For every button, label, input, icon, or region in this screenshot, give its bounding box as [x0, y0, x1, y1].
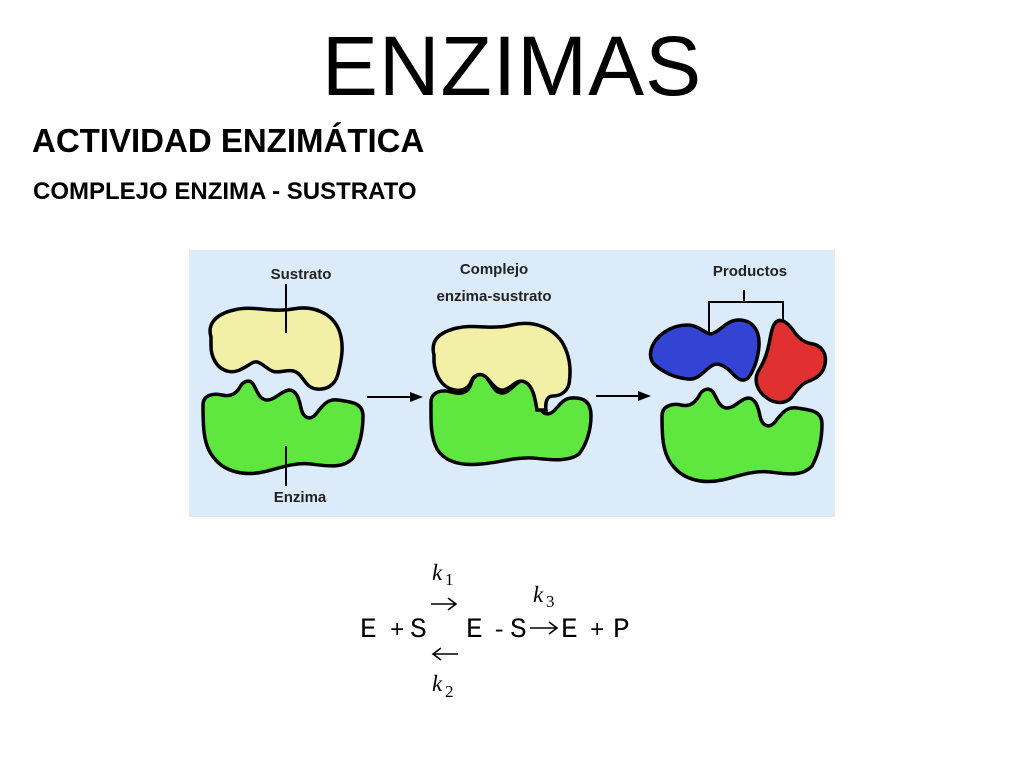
eq-es-s: S [510, 615, 527, 646]
label-productos: Productos [713, 263, 787, 280]
reaction-equation: k 1 k 2 k 3 E + S E - S E + P [360, 560, 630, 701]
eq-s: S [410, 615, 427, 646]
k2-letter: k [432, 671, 443, 696]
section-heading: ACTIVIDAD ENZIMÁTICA [32, 122, 425, 159]
product-red-shape [754, 318, 828, 405]
eq-e: E [360, 615, 377, 646]
catalysis-arrow-icon [530, 621, 559, 635]
reverse-arrow-icon [431, 647, 458, 661]
k1-subscript: 1 [445, 570, 454, 589]
section-subheading: COMPLEJO ENZIMA - SUSTRATO [33, 178, 417, 205]
eq-es-e: E [466, 615, 483, 646]
eq-es-dash: - [492, 618, 506, 645]
substrate-shape [208, 306, 344, 391]
page-title: ENZIMAS [321, 19, 703, 113]
reaction-arrowhead-1 [410, 392, 423, 402]
enzyme-shape [201, 379, 365, 476]
forward-arrow-icon [431, 597, 458, 611]
k3-subscript: 3 [546, 592, 555, 611]
enzyme-substrate-diagram: Sustrato Enzima Complejo enzima-sustrato… [189, 250, 835, 517]
k3-letter: k [533, 582, 544, 607]
label-complejo-line2: enzima-sustrato [436, 288, 551, 305]
eq-plus-2: + [590, 618, 604, 645]
eq-plus-1: + [390, 618, 404, 645]
k2-subscript: 2 [445, 682, 454, 701]
k1-letter: k [432, 560, 443, 585]
product-blue-shape [648, 318, 761, 382]
complex-substrate-shape [431, 321, 572, 412]
reaction-arrowhead-2 [638, 391, 651, 401]
eq-p: P [613, 615, 630, 646]
label-enzima: Enzima [274, 489, 327, 506]
free-enzyme-shape [660, 387, 824, 484]
label-complejo-line1: Complejo [460, 261, 528, 278]
productos-bracket [708, 290, 784, 332]
eq-e-2: E [561, 615, 578, 646]
label-sustrato: Sustrato [271, 266, 332, 283]
